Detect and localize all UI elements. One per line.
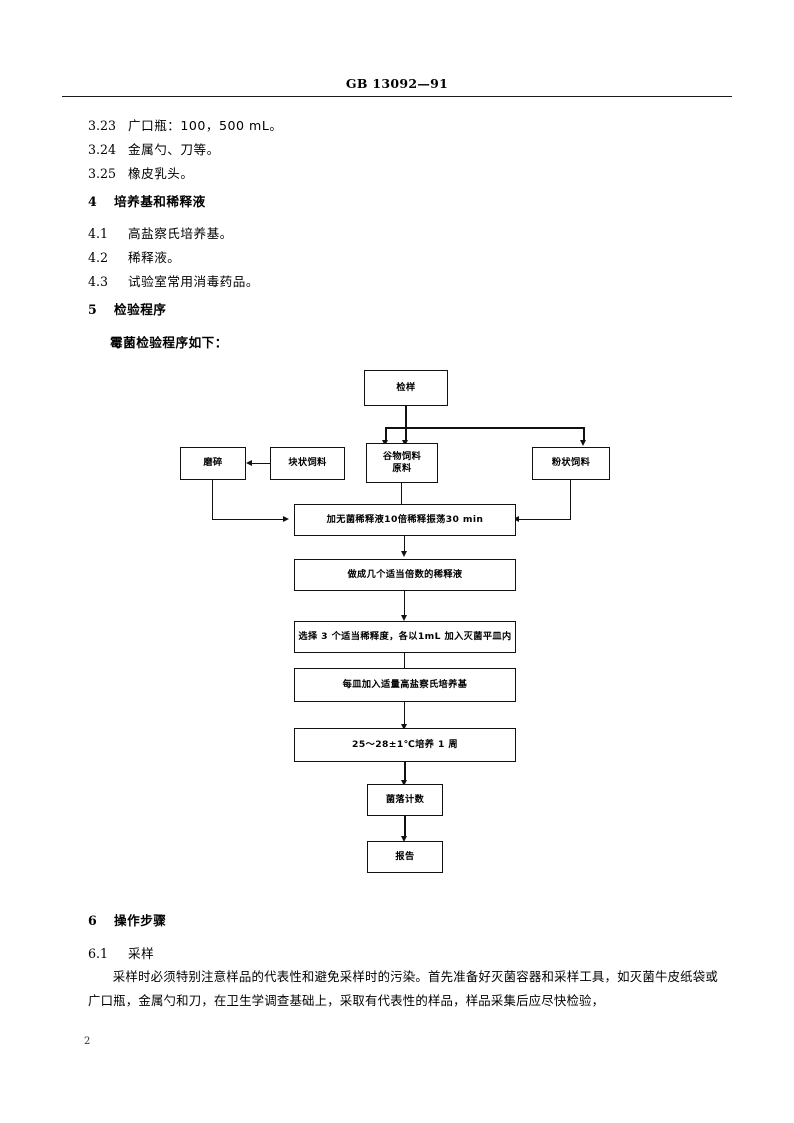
- flow-node-incubate[interactable]: 25～28±1℃培养 1 周: [294, 728, 516, 762]
- connector-select-dilutions-down: [404, 653, 406, 675]
- flow-node-label: 选择 3 个适当稀释度，各以1mL 加入灭菌平皿内: [298, 630, 512, 642]
- connector-to-powder-feed: [583, 427, 585, 441]
- flow-node-label-line1: 谷物饲料: [382, 450, 422, 462]
- flow-node-label-line2: 原料: [392, 463, 412, 474]
- clause-text: 橡皮乳头。: [128, 166, 194, 181]
- flow-node-powder-feed[interactable]: 粉状饲料: [532, 447, 610, 480]
- clause-3-23: 3.23 广口瓶：100，500 mL。: [88, 118, 283, 133]
- clause-6-1: 6.1 采样: [88, 946, 155, 961]
- connector-block-to-grind: [251, 463, 270, 465]
- clause-number: 4.2: [88, 250, 109, 265]
- clause-number: 3.25: [88, 166, 117, 181]
- arrow-grind-to-dilute-icon: [283, 516, 289, 522]
- arrow-to-colony-count-icon: [401, 780, 407, 786]
- connector-sample-stem: [405, 406, 407, 428]
- flow-node-label: 检样: [396, 381, 416, 393]
- page-header: GB 13092—91: [0, 76, 794, 91]
- flow-node-make-dilutions[interactable]: 做成几个适当倍数的稀释液: [294, 559, 516, 591]
- connector-distribution-bus: [385, 427, 585, 429]
- clause-number: 4.3: [88, 274, 109, 289]
- clause-4-3: 4.3 试验室常用消毒药品。: [88, 274, 259, 289]
- flow-node-label: 25～28±1℃培养 1 周: [352, 738, 458, 750]
- flow-node-label: 报告: [395, 850, 415, 862]
- section-number: 6: [88, 913, 97, 928]
- arrow-to-grind-icon: [246, 460, 252, 466]
- flow-node-label: 粉状饲料: [551, 457, 591, 469]
- header-divider: [62, 96, 732, 97]
- flow-node-label: 做成几个适当倍数的稀释液: [347, 568, 463, 580]
- clause-3-25: 3.25 橡皮乳头。: [88, 166, 194, 181]
- arrow-powder-to-dilute-icon: [513, 516, 519, 522]
- section-6-heading: 6 操作步骤: [88, 913, 167, 928]
- connector-dilute-down: [404, 536, 406, 553]
- arrow-to-report-icon: [401, 836, 407, 842]
- flow-node-label: 每皿加入适量高盐察氏培养基: [342, 678, 468, 690]
- clause-number: 3.23: [88, 118, 117, 133]
- connector-to-block-feed: [385, 427, 387, 441]
- flow-node-label: 菌落计数: [385, 793, 425, 805]
- clause-text: 广口瓶：100，500 mL。: [128, 118, 283, 133]
- flow-node-grind[interactable]: 磨碎: [180, 447, 246, 480]
- connector-make-dilutions-down: [404, 591, 406, 617]
- section-6-paragraph: 采样时必须特别注意样品的代表性和避免采样时的污染。首先准备好灭菌容器和采样工具，…: [88, 965, 718, 1013]
- connector-colony-count-down: [404, 816, 406, 838]
- flow-node-add-medium[interactable]: 每皿加入适量高盐察氏培养基: [294, 668, 516, 702]
- clause-4-2: 4.2 稀释液。: [88, 250, 181, 265]
- flow-node-report[interactable]: 报告: [367, 841, 443, 873]
- paragraph-text: 采样时必须特别注意样品的代表性和避免采样时的污染。首先准备好灭菌容器和采样工具，…: [88, 969, 718, 1008]
- flow-node-label: 磨碎: [203, 457, 223, 469]
- connector-grind-right: [212, 519, 284, 521]
- arrow-to-select-dilutions-icon: [401, 615, 407, 621]
- connector-grind-down: [212, 480, 214, 520]
- flow-node-label: 加无菌稀释液10倍稀释振荡30 min: [326, 513, 484, 525]
- clause-text: 稀释液。: [128, 250, 181, 265]
- flow-node-block-feed[interactable]: 块状饲料: [270, 447, 345, 480]
- section-5-intro: 霉菌检验程序如下：: [110, 335, 228, 350]
- flow-node-grain-feed[interactable]: 谷物饲料 原料: [366, 443, 438, 483]
- flow-node-dilute[interactable]: 加无菌稀释液10倍稀释振荡30 min: [294, 504, 516, 536]
- standard-code: GB 13092—91: [345, 76, 449, 91]
- flow-node-select-dilutions[interactable]: 选择 3 个适当稀释度，各以1mL 加入灭菌平皿内: [294, 621, 516, 653]
- clause-text: 采样: [128, 946, 155, 961]
- arrow-to-incubate-icon: [401, 724, 407, 730]
- section-title: 操作步骤: [114, 913, 167, 928]
- section-title: 检验程序: [114, 302, 167, 317]
- section-5-heading: 5 检验程序: [88, 302, 167, 317]
- clause-text: 高盐察氏培养基。: [128, 226, 233, 241]
- section-title: 培养基和稀释液: [114, 194, 206, 209]
- connector-powder-down: [570, 480, 572, 520]
- clause-3-24: 3.24 金属勺、刀等。: [88, 142, 220, 157]
- connector-add-medium-down: [404, 702, 406, 726]
- clause-number: 4.1: [88, 226, 109, 241]
- section-number: 4: [88, 194, 97, 209]
- section-4-heading: 4 培养基和稀释液: [88, 194, 206, 209]
- flow-node-label: 块状饲料: [288, 457, 327, 469]
- arrow-to-make-dilutions-icon: [401, 551, 407, 557]
- connector-grain-down: [401, 483, 403, 507]
- flow-node-sample[interactable]: 检样: [364, 370, 448, 406]
- clause-text: 试验室常用消毒药品。: [128, 274, 259, 289]
- connector-powder-left: [518, 519, 571, 521]
- connector-to-grain-feed: [405, 427, 407, 441]
- arrow-to-powder-feed-icon: [580, 440, 586, 446]
- page-number: 2: [84, 1036, 91, 1047]
- flow-node-colony-count[interactable]: 菌落计数: [367, 784, 443, 816]
- clause-4-1: 4.1 高盐察氏培养基。: [88, 226, 233, 241]
- section-number: 5: [88, 302, 97, 317]
- clause-text: 金属勺、刀等。: [128, 142, 220, 157]
- connector-incubate-down: [404, 762, 406, 782]
- clause-number: 6.1: [88, 946, 109, 961]
- clause-number: 3.24: [88, 142, 117, 157]
